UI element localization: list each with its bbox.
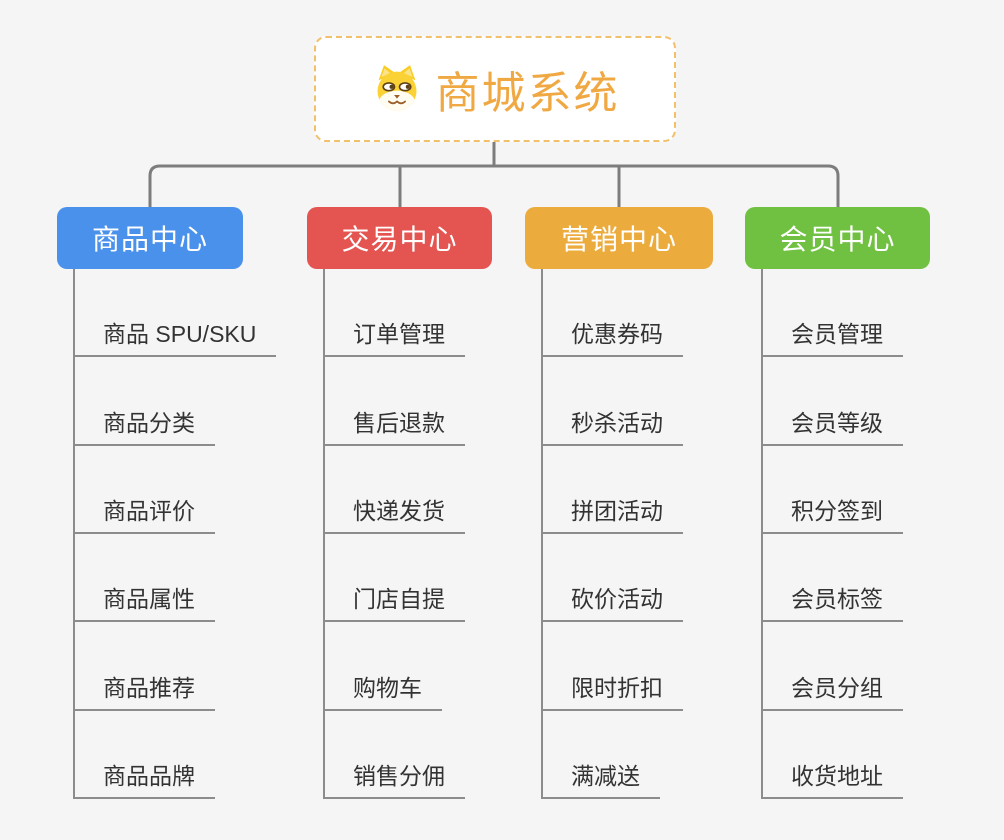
sub-item: 满减送 [541,711,713,799]
sub-item-label[interactable]: 限时折扣 [541,669,683,711]
sub-item-label[interactable]: 会员管理 [761,315,903,358]
branch-items: 优惠券码 秒杀活动 拼团活动 砍价活动 限时折扣 满减送 [541,269,713,799]
sub-item: 快递发货 [323,446,492,534]
branch-header-trade-center[interactable]: 交易中心 [307,207,492,269]
sub-item: 会员标签 [761,534,930,623]
sub-item: 限时折扣 [541,622,713,711]
branch-items: 会员管理 会员等级 积分签到 会员标签 会员分组 收货地址 [761,269,930,799]
sub-item: 会员等级 [761,357,930,446]
sub-item-label[interactable]: 购物车 [323,669,442,711]
sub-item: 收货地址 [761,711,930,799]
tree-connector-path [148,142,840,208]
sub-item-label[interactable]: 快递发货 [323,492,465,534]
root-title: 商城系统 [435,69,620,118]
sub-item: 积分签到 [761,446,930,534]
sub-item-label[interactable]: 会员分组 [761,669,903,711]
shiba-dog-icon [377,65,416,111]
sub-item: 销售分佣 [323,711,492,799]
sub-item-label[interactable]: 商品属性 [73,580,215,623]
sub-item-label[interactable]: 收货地址 [761,757,903,799]
sub-item-label[interactable]: 会员等级 [761,404,903,446]
sub-item: 秒杀活动 [541,357,713,446]
branch-header-member-center[interactable]: 会员中心 [745,207,930,269]
branch-member-center: 会员中心 会员管理 会员等级 积分签到 会员标签 会员分组 收货地址 [745,207,930,799]
sub-item-label[interactable]: 商品品牌 [73,757,215,799]
sub-item-label[interactable]: 商品 SPU/SKU [73,315,277,358]
sub-item-label[interactable]: 商品分类 [73,404,215,446]
sub-item: 购物车 [323,622,492,711]
sub-item-label[interactable]: 积分签到 [761,492,903,534]
sub-item-label[interactable]: 销售分佣 [323,757,465,799]
branch-header-marketing-center[interactable]: 营销中心 [525,207,713,269]
sub-item-label[interactable]: 会员标签 [761,580,903,623]
sub-item: 商品 SPU/SKU [73,269,277,358]
sub-item: 商品属性 [73,534,243,623]
branch-trade-center: 交易中心 订单管理 售后退款 快递发货 门店自提 购物车 销售分佣 [307,207,492,799]
branch-product-center: 商品中心 商品 SPU/SKU 商品分类 商品评价 商品属性 商品推荐 商品品牌 [57,207,277,799]
sub-item: 砍价活动 [541,534,713,623]
sub-item-label[interactable]: 售后退款 [323,404,465,446]
sub-item: 商品品牌 [73,711,243,799]
sub-item: 会员管理 [761,269,930,358]
branch-header-product-center[interactable]: 商品中心 [57,207,243,269]
sub-item-label[interactable]: 砍价活动 [541,580,683,623]
sub-item: 售后退款 [323,357,492,446]
sub-item-label[interactable]: 商品评价 [73,492,215,534]
sub-item: 优惠券码 [541,269,713,358]
root-node[interactable]: 商城系统 [314,36,676,142]
branch-items: 商品 SPU/SKU 商品分类 商品评价 商品属性 商品推荐 商品品牌 [73,269,277,799]
sub-item-label[interactable]: 门店自提 [323,580,465,623]
sub-item: 拼团活动 [541,446,713,534]
sub-item: 会员分组 [761,622,930,711]
sub-item: 商品评价 [73,446,243,534]
sub-item: 商品推荐 [73,622,243,711]
sub-item-label[interactable]: 订单管理 [323,315,465,358]
sub-item-label[interactable]: 商品推荐 [73,669,215,711]
sub-item: 商品分类 [73,357,243,446]
sub-item-label[interactable]: 秒杀活动 [541,404,683,446]
branch-items: 订单管理 售后退款 快递发货 门店自提 购物车 销售分佣 [323,269,492,799]
sub-item-label[interactable]: 拼团活动 [541,492,683,534]
sub-item: 订单管理 [323,269,492,358]
sub-item-label[interactable]: 满减送 [541,757,660,799]
sub-item-label[interactable]: 优惠券码 [541,315,683,358]
branch-marketing-center: 营销中心 优惠券码 秒杀活动 拼团活动 砍价活动 限时折扣 满减送 [525,207,713,799]
sub-item: 门店自提 [323,534,492,623]
